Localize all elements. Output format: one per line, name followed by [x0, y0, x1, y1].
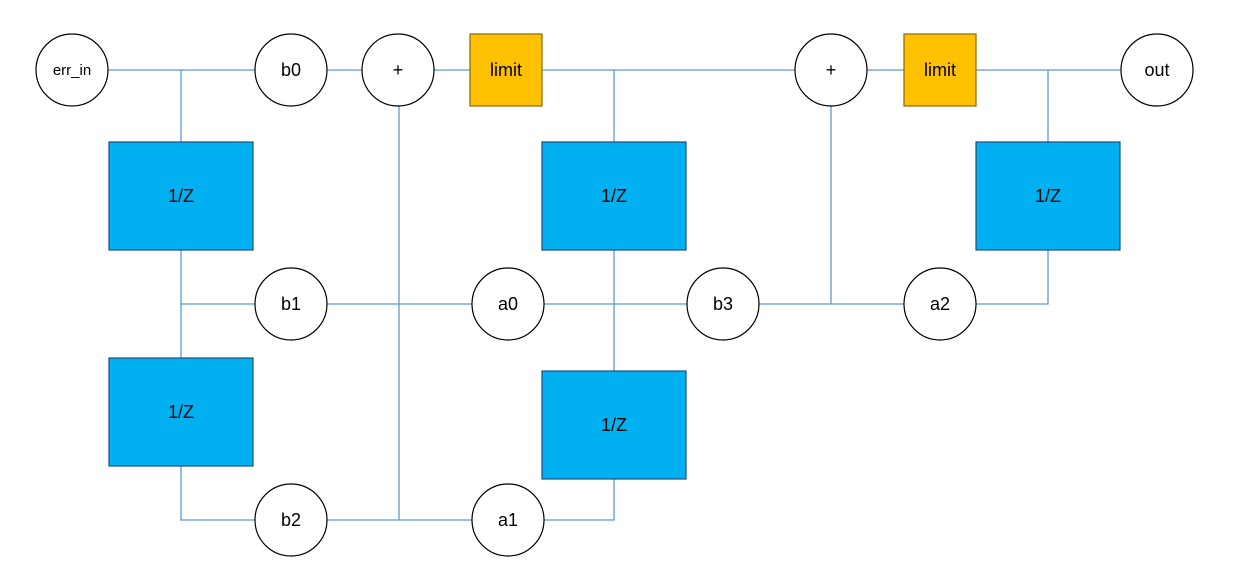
node-b1: b1: [254, 267, 328, 341]
limit-block-1: limit: [469, 33, 543, 107]
node-label: b3: [713, 294, 733, 314]
delay-block-3: 1/Z: [541, 141, 687, 251]
node-label: out: [1144, 60, 1169, 80]
delay-label: 1/Z: [1035, 186, 1061, 206]
wire-delay5-to-a2: [976, 250, 1049, 305]
delay-label: 1/Z: [168, 186, 194, 206]
limit-label: limit: [490, 60, 522, 80]
node-label: b1: [281, 294, 301, 314]
node-label: b0: [281, 60, 301, 80]
delay-label: 1/Z: [601, 186, 627, 206]
wires: [108, 69, 1121, 521]
node-label: err_in: [53, 62, 91, 79]
node-out: out: [1120, 33, 1194, 107]
node-a1: a1: [471, 483, 545, 557]
wire-delay2-to-b2: [180, 466, 255, 521]
node-label: +: [826, 60, 837, 80]
node-label: b2: [281, 510, 301, 530]
node-a0: a0: [471, 267, 545, 341]
wire-delay4-to-a1: [544, 479, 615, 521]
delay-block-1: 1/Z: [108, 141, 254, 251]
node-label: a1: [498, 510, 518, 530]
delay-block-4: 1/Z: [541, 370, 687, 480]
node-sum-1: +: [361, 33, 435, 107]
delay-label: 1/Z: [601, 415, 627, 435]
node-b3: b3: [686, 267, 760, 341]
limit-block-2: limit: [903, 33, 977, 107]
node-label: a2: [930, 294, 950, 314]
node-sum-2: +: [794, 33, 868, 107]
node-label: +: [393, 60, 404, 80]
node-label: a0: [498, 294, 518, 314]
node-b2: b2: [254, 483, 328, 557]
node-err-in: err_in: [35, 33, 109, 107]
limit-label: limit: [924, 60, 956, 80]
node-b0: b0: [254, 33, 328, 107]
delay-block-2: 1/Z: [108, 357, 254, 467]
delay-block-5: 1/Z: [975, 141, 1121, 251]
delay-label: 1/Z: [168, 402, 194, 422]
node-a2: a2: [903, 267, 977, 341]
